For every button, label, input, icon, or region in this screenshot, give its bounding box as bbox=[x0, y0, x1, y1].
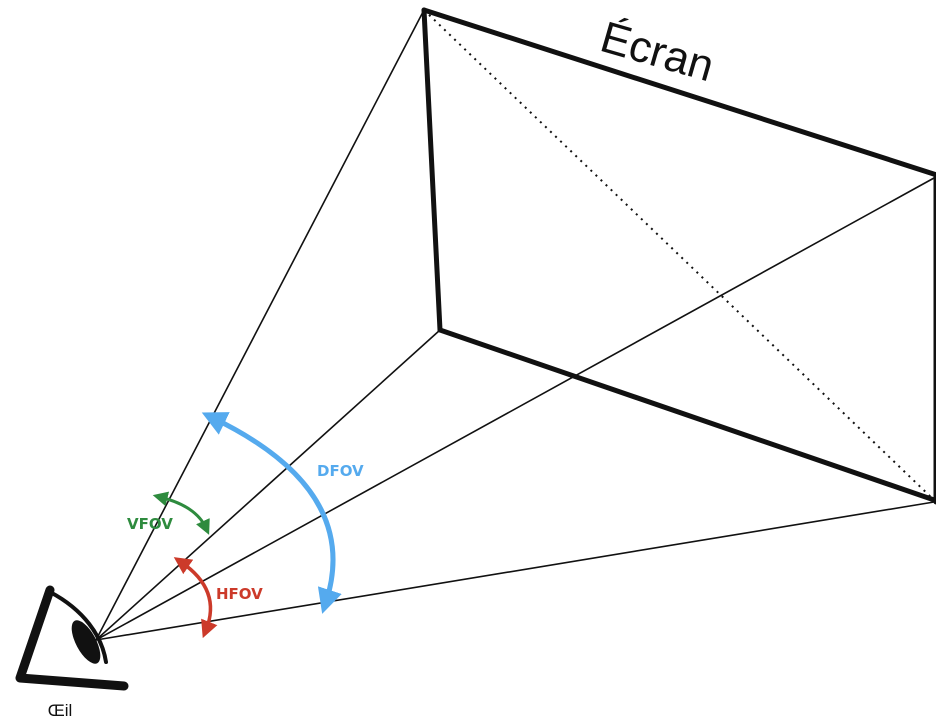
eye-icon bbox=[15, 585, 129, 691]
vfov-arc bbox=[152, 491, 210, 535]
dfov-label: DFOV bbox=[317, 462, 364, 480]
screen-label: Écran bbox=[595, 13, 719, 92]
screen-top-edge bbox=[421, 7, 936, 178]
ray-bottom-left bbox=[95, 329, 441, 641]
eye-label: Œil bbox=[48, 701, 73, 720]
dfov-arc bbox=[201, 412, 342, 614]
ray-top-left bbox=[95, 9, 425, 641]
view-rays bbox=[95, 9, 935, 641]
screen-diagonal bbox=[423, 9, 935, 501]
vfov-label: VFOV bbox=[127, 515, 173, 533]
dfov-angle: DFOV bbox=[201, 412, 364, 614]
hfov-label: HFOV bbox=[216, 585, 263, 603]
screen-bottom-edge bbox=[437, 327, 936, 504]
ray-bottom-right bbox=[95, 501, 935, 641]
vfov-angle: VFOV bbox=[127, 491, 210, 535]
hfov-angle: HFOV bbox=[173, 557, 263, 639]
screen-left-edge bbox=[421, 7, 443, 333]
screen-frame bbox=[421, 7, 936, 505]
hfov-arc bbox=[173, 557, 218, 639]
